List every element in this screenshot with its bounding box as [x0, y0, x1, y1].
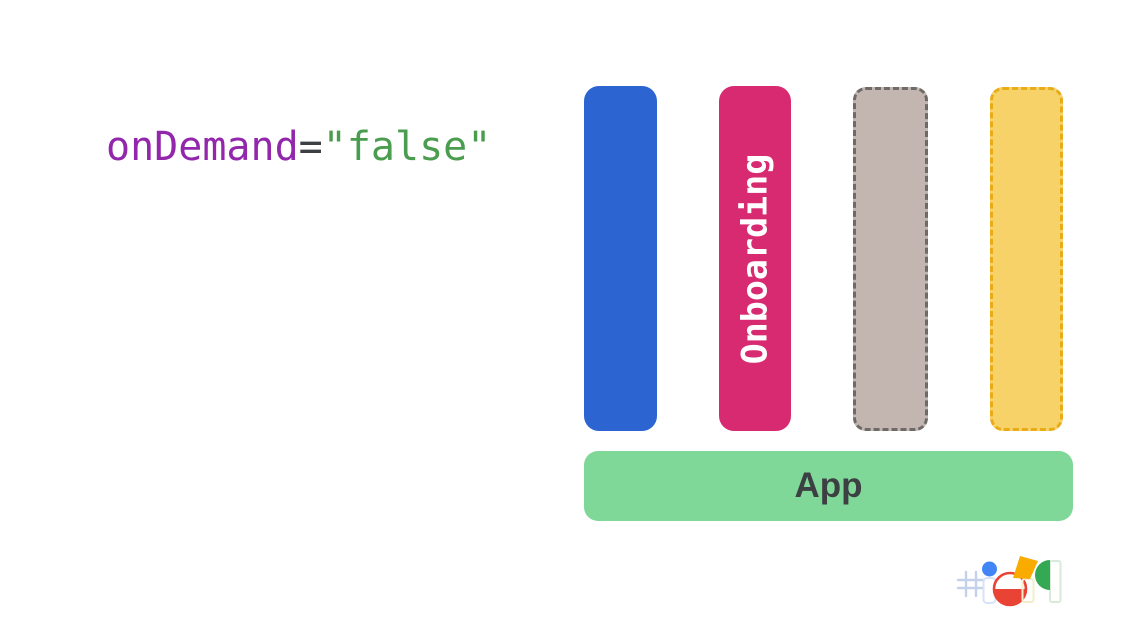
module-bar-onboarding: Onboarding [719, 86, 791, 431]
i-dot-icon [982, 561, 997, 577]
one-stem-icon [1021, 578, 1035, 603]
module-bar-yellow-dashed [990, 87, 1063, 431]
module-bar-blue [584, 86, 657, 431]
app-base-block: App [584, 451, 1073, 521]
code-attribute-name: onDemand [106, 124, 299, 170]
nine-stem-icon [1049, 560, 1062, 603]
code-attribute-value: "false" [322, 124, 492, 170]
o-bottom-half-icon [994, 589, 1026, 605]
google-io19-hashtag-logo [956, 556, 1062, 607]
nine-disc-icon [1035, 560, 1050, 590]
module-bar-gray-dashed [853, 87, 928, 431]
app-block-label: App [794, 466, 863, 505]
hash-icon [956, 570, 986, 598]
code-equals-operator: = [298, 124, 323, 170]
onboarding-module-label: Onboarding [735, 153, 775, 364]
code-snippet: onDemand="false" [106, 124, 491, 170]
one-flag-icon [1013, 556, 1038, 579]
